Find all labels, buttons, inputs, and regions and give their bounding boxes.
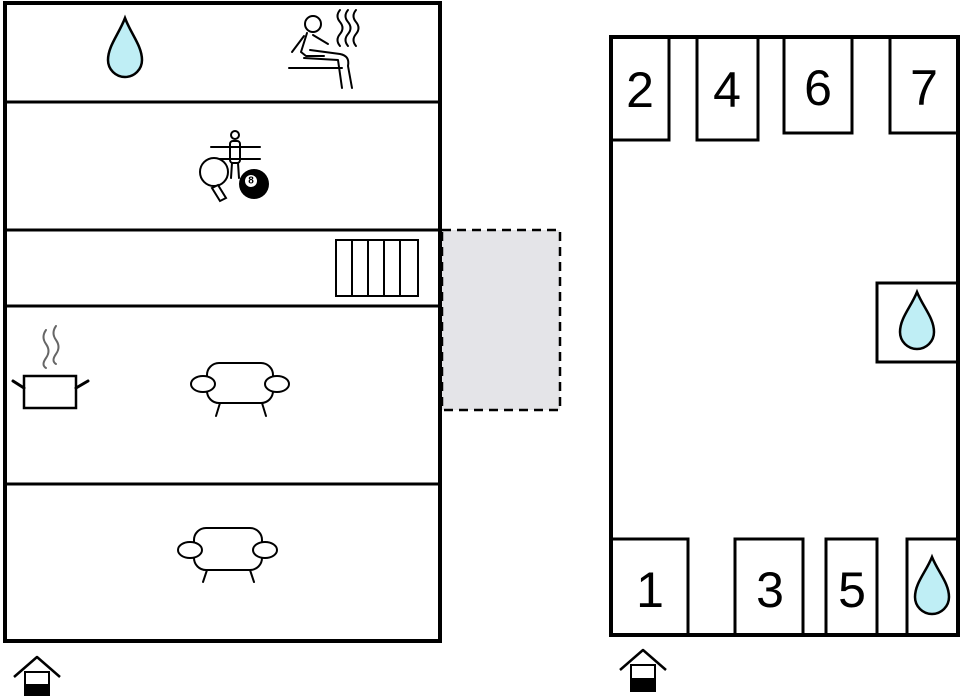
billiard-ball-icon: 8 [239,169,269,199]
room-number: 5 [838,562,866,618]
room-number: 2 [626,62,654,118]
room-bottom-4 [905,537,960,637]
room-top-4 [888,35,960,135]
room-bottom-2 [733,537,805,637]
water-drop-icon [913,553,951,616]
room-top-2 [695,35,760,142]
left-floor-outline [3,1,442,643]
entrance-icon [619,648,667,692]
room-number: 3 [756,562,784,618]
room-number: 7 [910,60,938,116]
room-top-1 [609,35,671,142]
room-bottom-1 [609,537,690,637]
room-top-3 [782,35,854,135]
staircase-icon [335,239,419,297]
table-tennis-icon [199,157,229,203]
entrance-icon [13,655,61,696]
room-bottom-3 [824,537,879,637]
room-number: 1 [636,562,664,618]
bathroom [875,281,960,364]
sauna-icon [288,9,360,89]
billiard-ball-label: 8 [248,176,254,187]
sofa-icon [190,362,290,417]
water-drop-icon [898,288,936,351]
right-floor: 2 4 6 7 1 3 5 [609,35,960,692]
sofa-icon [177,527,278,583]
room-number: 4 [713,62,741,118]
left-floor: 8 [3,1,442,696]
terrace-area [440,228,562,412]
room-number: 6 [804,60,832,116]
water-drop-icon [106,14,144,79]
cooking-pot-icon [11,325,90,410]
